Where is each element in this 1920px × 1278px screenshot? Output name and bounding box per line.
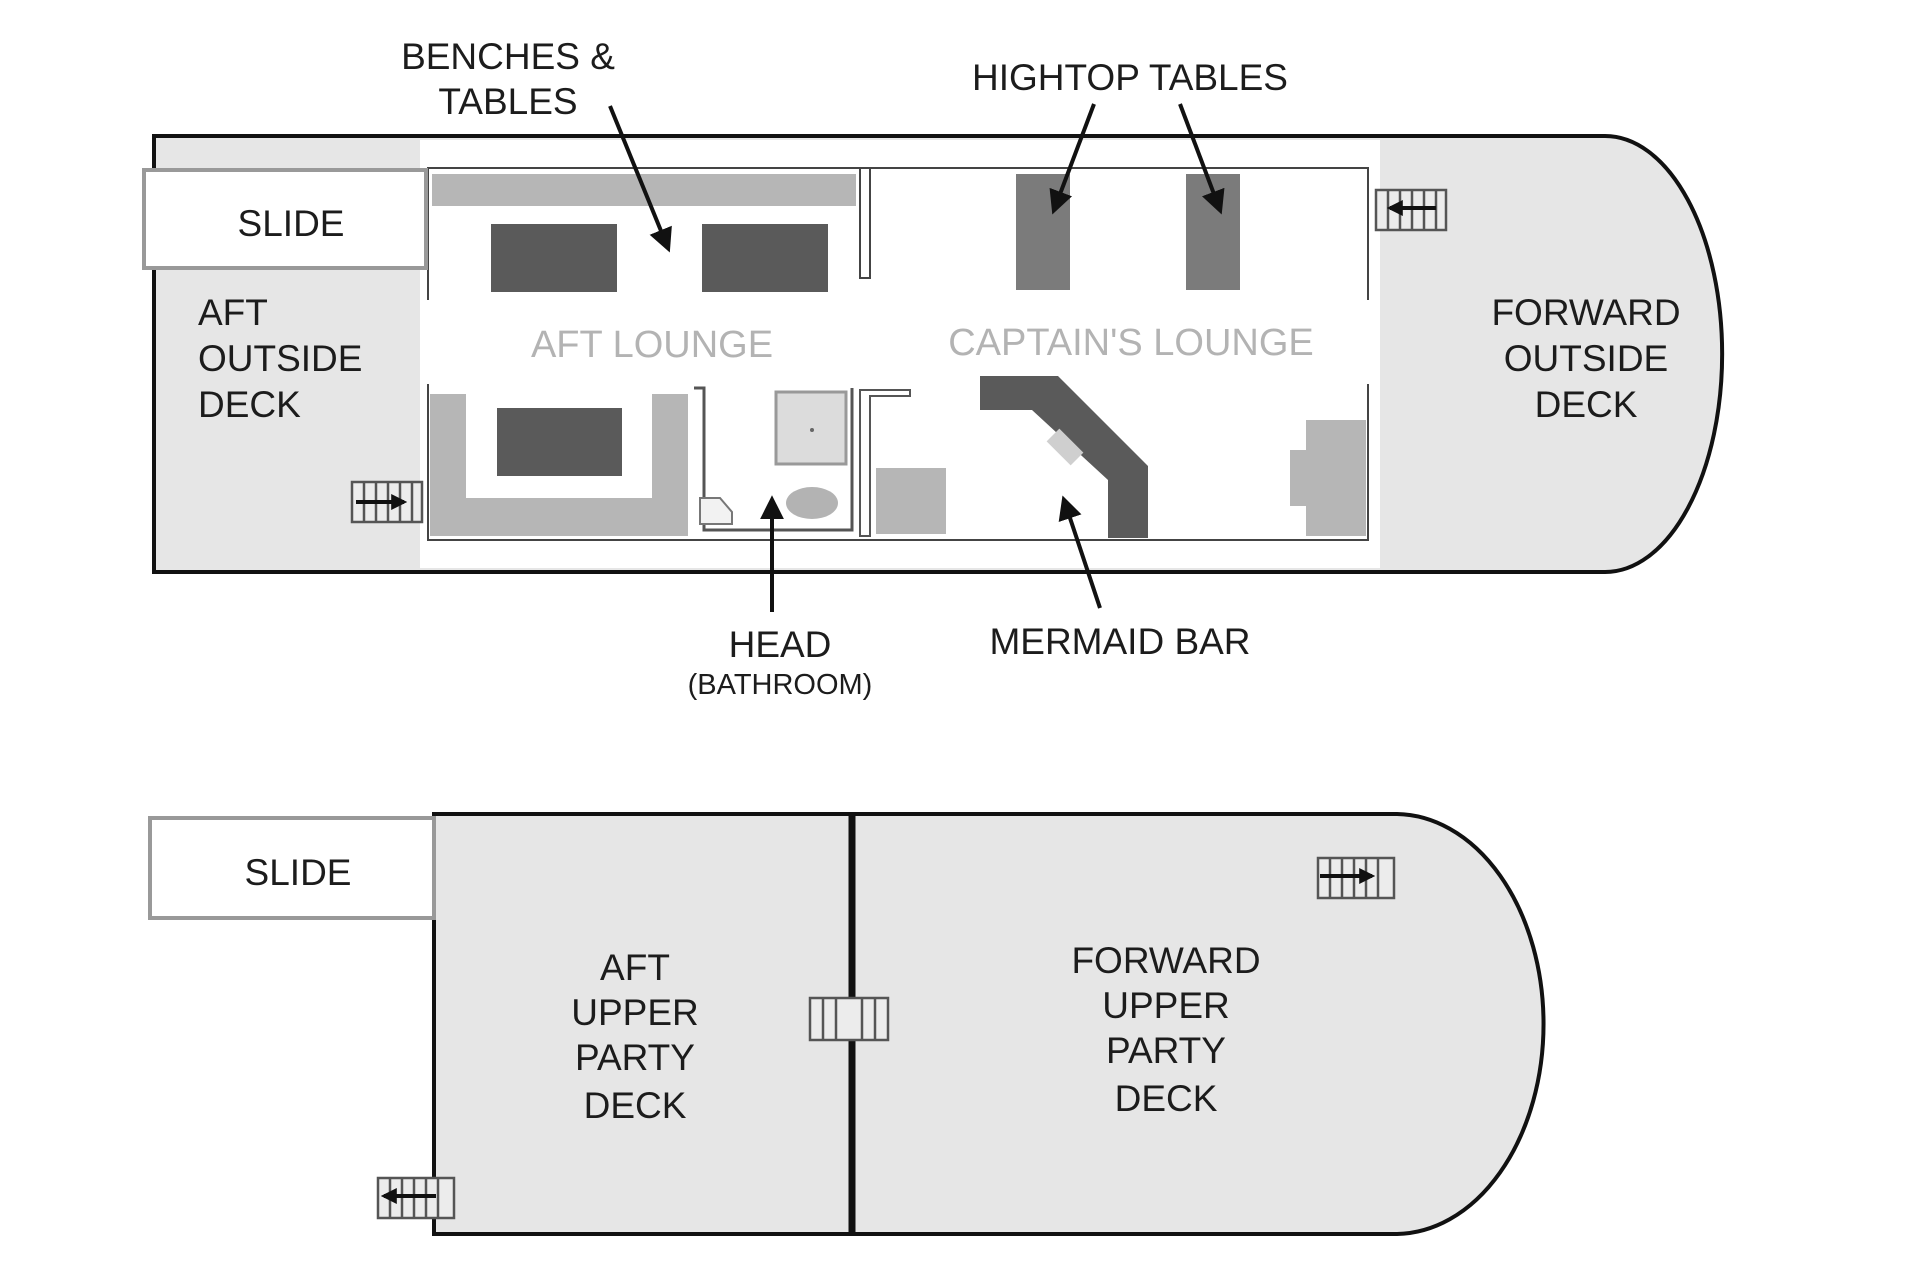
forward-upper-party-deck-line2: UPPER: [1102, 985, 1229, 1026]
callouts: BENCHES & TABLES HIGHTOP TABLES HEAD (BA…: [401, 36, 1288, 701]
toilet: [786, 487, 838, 519]
forward-upper-party-deck-line3: PARTY: [1106, 1030, 1226, 1071]
aft-upper-party-deck-line4: DECK: [584, 1085, 687, 1126]
captains-lounge-label: CAPTAIN'S LOUNGE: [948, 322, 1314, 364]
cabin-opening-forward: [1364, 300, 1374, 384]
forward-outside-deck-area: [1380, 146, 1714, 560]
hightop-arrow-2: [1178, 103, 1225, 215]
head-walls: [694, 386, 854, 532]
forward-upper-party-deck-line4: DECK: [1115, 1078, 1218, 1119]
bar-cabinet: [876, 468, 946, 534]
partition-wall: [859, 167, 871, 279]
aft-outside-deck-line1: AFT: [198, 292, 268, 333]
main-deck: SLIDE AFT OUTSIDE DECK AFT LOUNGE CAPTAI…: [142, 134, 1725, 574]
hightop-tables-label: HIGHTOP TABLES: [972, 57, 1288, 98]
aft-upper-party-deck-line3: PARTY: [575, 1037, 695, 1078]
aft-outside-deck-line2: OUTSIDE: [198, 338, 362, 379]
benches-tables-line2: TABLES: [438, 81, 577, 122]
slide-box-upper: [148, 816, 436, 920]
aft-lounge-label: AFT LOUNGE: [531, 324, 773, 366]
mermaid-bar-label: MERMAID BAR: [989, 621, 1250, 662]
bar-partition: [859, 389, 911, 537]
forward-outside-deck-line2: OUTSIDE: [1504, 338, 1668, 379]
forward-outside-deck-line3: DECK: [1535, 384, 1638, 425]
slide-label-main: SLIDE: [238, 203, 345, 244]
aft-upper-party-deck-line2: UPPER: [571, 992, 698, 1033]
forward-cabinet: [1306, 420, 1366, 536]
mermaid-bar-arrow: [1058, 495, 1102, 609]
shower: [774, 390, 848, 466]
bathroom-label: (BATHROOM): [688, 669, 873, 701]
forward-upper-party-deck-line1: FORWARD: [1071, 940, 1260, 981]
upper-deck: SLIDE AFT UPPER PARTY: [148, 812, 1546, 1236]
sink: [699, 497, 733, 525]
slide-label-upper: SLIDE: [245, 852, 352, 893]
aft-outside-deck-line3: DECK: [198, 384, 301, 425]
table-2: [702, 224, 828, 292]
benches-tables-arrow: [608, 105, 672, 253]
benches-tables-line1: BENCHES &: [401, 36, 615, 77]
head-label: HEAD: [729, 624, 832, 665]
aft-upper-party-deck-line1: AFT: [600, 947, 670, 988]
forward-outside-deck-line1: FORWARD: [1491, 292, 1680, 333]
hightop-arrow-1: [1049, 103, 1096, 215]
cabin-opening-aft: [422, 300, 432, 384]
stairs-center-upper: [808, 996, 890, 1042]
mermaid-bar: [980, 376, 1148, 538]
table-3: [497, 408, 622, 476]
upper-deck-hull: [432, 812, 1546, 1236]
forward-cabinet-door: [1290, 450, 1306, 506]
slide-box-main: [142, 168, 428, 270]
table-1: [491, 224, 617, 292]
u-bench: [430, 394, 688, 536]
